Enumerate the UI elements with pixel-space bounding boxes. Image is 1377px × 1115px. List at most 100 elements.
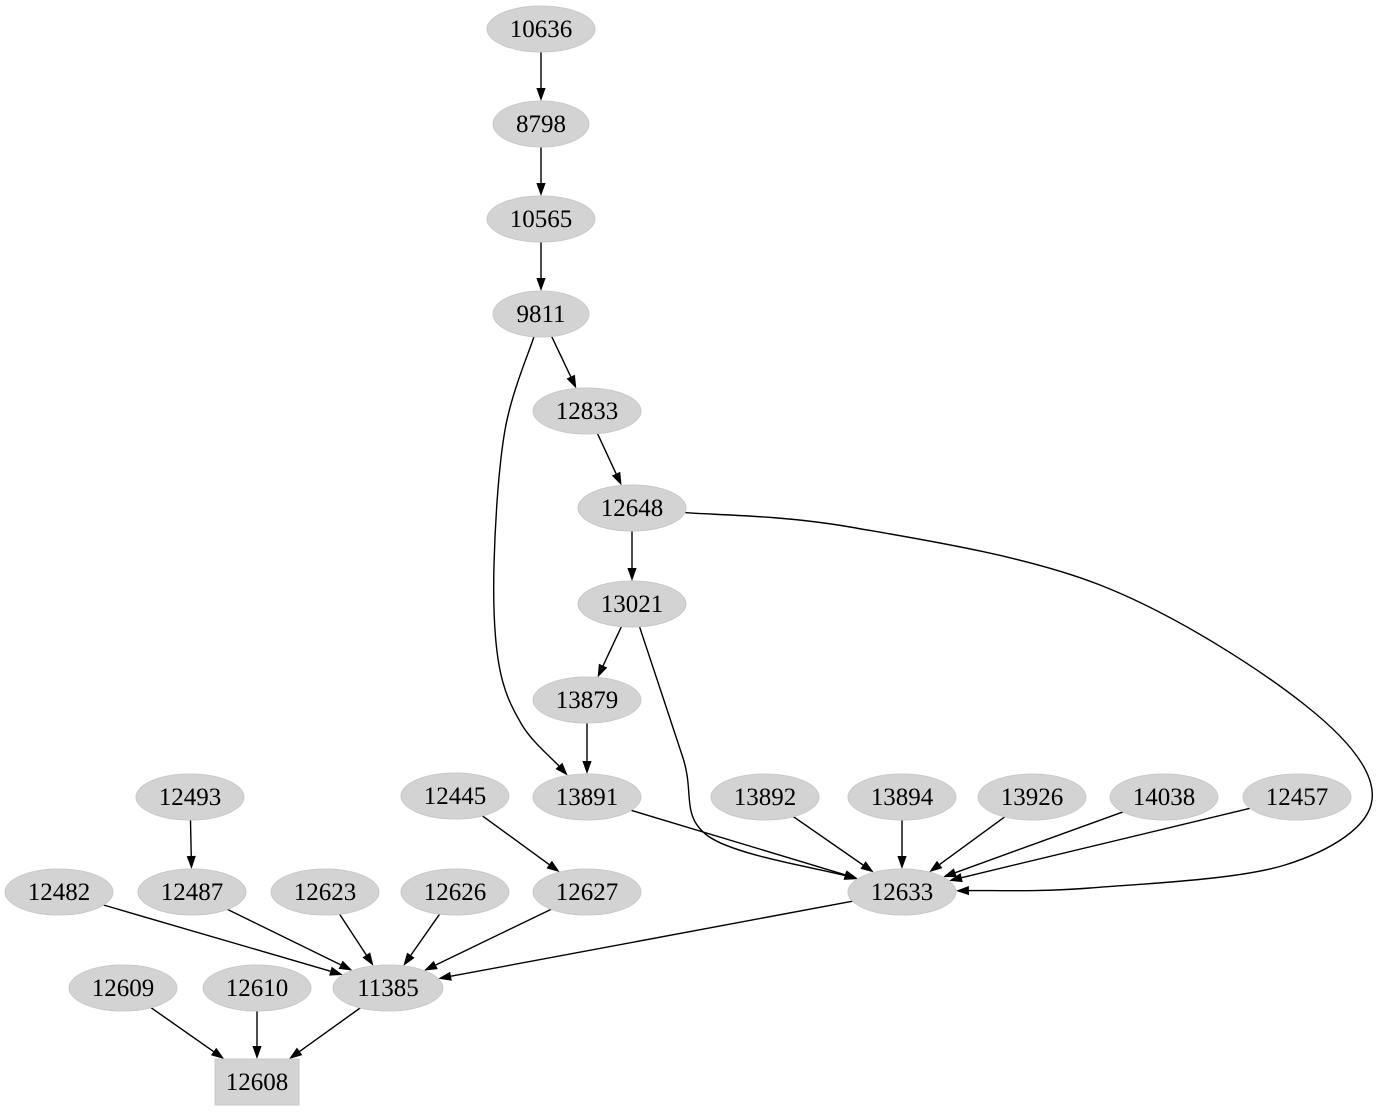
node-8798: 8798 — [492, 100, 590, 148]
arrowhead-12833-12648 — [611, 471, 622, 486]
node-label-13894: 13894 — [871, 784, 934, 811]
arrowhead-10565-9811 — [536, 278, 546, 291]
arrowhead-12623-11385 — [362, 952, 374, 966]
node-label-12457: 12457 — [1266, 784, 1329, 811]
arrowhead-12493-12487 — [186, 855, 196, 870]
node-13892: 13892 — [710, 773, 820, 821]
node-label-12610: 12610 — [226, 975, 289, 1002]
node-label-11385: 11385 — [357, 975, 419, 1002]
edge-13926-12633 — [939, 816, 1006, 866]
arrowhead-13894-12633 — [897, 856, 907, 869]
edge-12833-12648 — [596, 433, 617, 474]
node-label-12608: 12608 — [226, 1069, 289, 1096]
node-12633: 12633 — [847, 868, 957, 916]
node-13926: 13926 — [977, 773, 1087, 821]
node-ellipse-13894 — [847, 773, 957, 821]
arrowhead-13892-12633 — [860, 861, 874, 873]
node-ellipse-12487 — [137, 868, 247, 916]
node-ellipse-13891 — [532, 773, 642, 821]
node-12457: 12457 — [1242, 773, 1352, 821]
arrowhead-13021-13879 — [597, 663, 608, 678]
edge-13021-12633 — [638, 626, 846, 877]
arrowhead-13879-13891 — [582, 761, 592, 774]
node-ellipse-12648 — [577, 484, 687, 532]
arrowhead-12610-12608 — [252, 1046, 262, 1059]
node-label-12445: 12445 — [424, 783, 487, 810]
node-box-12608 — [214, 1058, 300, 1106]
edge-9811-13891 — [492, 336, 560, 767]
edge-13892-12633 — [792, 816, 864, 866]
arrowhead-12457-12633 — [949, 873, 963, 883]
node-ellipse-12482 — [4, 868, 114, 916]
node-11385: 11385 — [332, 964, 444, 1012]
node-ellipse-14038 — [1109, 773, 1219, 821]
arrowhead-12633-11385 — [438, 971, 452, 981]
node-label-9811: 9811 — [516, 301, 565, 328]
arrowhead-12648-13021 — [627, 568, 637, 581]
edge-9811-12833 — [551, 336, 572, 378]
arrowhead-13891-12633 — [844, 870, 858, 880]
edge-14038-12633 — [955, 811, 1124, 874]
edge-11385-12608 — [299, 1007, 361, 1052]
node-13879: 13879 — [532, 676, 642, 724]
node-label-12493: 12493 — [159, 784, 222, 811]
edge-12445-12627 — [481, 815, 550, 866]
node-12608: 12608 — [214, 1058, 300, 1106]
node-13894: 13894 — [847, 773, 957, 821]
arrowhead-13926-12633 — [929, 860, 943, 873]
node-label-14038: 14038 — [1133, 784, 1196, 811]
node-12487: 12487 — [137, 868, 247, 916]
arrowhead-12487-11385 — [338, 960, 353, 971]
node-label-12482: 12482 — [28, 879, 91, 906]
node-label-12609: 12609 — [92, 975, 155, 1002]
node-label-13891: 13891 — [556, 784, 619, 811]
arrowhead-12626-11385 — [403, 952, 415, 966]
node-ellipse-13892 — [710, 773, 820, 821]
node-ellipse-12833 — [532, 387, 642, 435]
node-ellipse-12493 — [135, 773, 245, 821]
node-label-12627: 12627 — [556, 879, 619, 906]
node-label-12626: 12626 — [424, 879, 487, 906]
node-label-12648: 12648 — [601, 495, 664, 522]
node-12609: 12609 — [68, 964, 178, 1012]
arrowhead-12627-11385 — [424, 960, 438, 971]
node-ellipse-11385 — [332, 964, 444, 1012]
edge-12609-12608 — [150, 1007, 214, 1053]
node-ellipse-8798 — [492, 100, 590, 148]
node-12610: 12610 — [202, 964, 312, 1012]
node-ellipse-13879 — [532, 676, 642, 724]
node-ellipse-9811 — [492, 290, 590, 338]
edge-12493-12487 — [189, 819, 192, 857]
node-label-8798: 8798 — [516, 111, 566, 138]
node-ellipse-12627 — [532, 868, 642, 916]
arrowhead-12648-12633 — [955, 885, 970, 896]
node-ellipse-12610 — [202, 964, 312, 1012]
node-12493: 12493 — [135, 773, 245, 821]
node-14038: 14038 — [1109, 773, 1219, 821]
node-12833: 12833 — [532, 387, 642, 435]
node-ellipse-12633 — [847, 868, 957, 916]
node-12623: 12623 — [270, 868, 380, 916]
edge-12626-11385 — [410, 913, 441, 956]
node-ellipse-12445 — [400, 772, 510, 820]
edge-12482-11385 — [103, 904, 331, 972]
edge-12648-12633 — [684, 511, 1373, 892]
node-label-13926: 13926 — [1001, 784, 1064, 811]
edge-12457-12633 — [961, 807, 1251, 879]
node-ellipse-12626 — [400, 868, 510, 916]
node-10565: 10565 — [486, 195, 596, 243]
node-label-10565: 10565 — [510, 206, 573, 233]
node-12482: 12482 — [4, 868, 114, 916]
node-10636: 10636 — [486, 5, 596, 53]
node-12626: 12626 — [400, 868, 510, 916]
node-13891: 13891 — [532, 773, 642, 821]
arrowhead-9811-13891 — [555, 762, 568, 776]
arrowhead-10636-8798 — [536, 88, 546, 101]
node-12648: 12648 — [577, 484, 687, 532]
arrowhead-12482-11385 — [329, 966, 343, 976]
edge-13021-13879 — [602, 626, 623, 666]
node-12445: 12445 — [400, 772, 510, 820]
edge-12623-11385 — [338, 913, 367, 956]
